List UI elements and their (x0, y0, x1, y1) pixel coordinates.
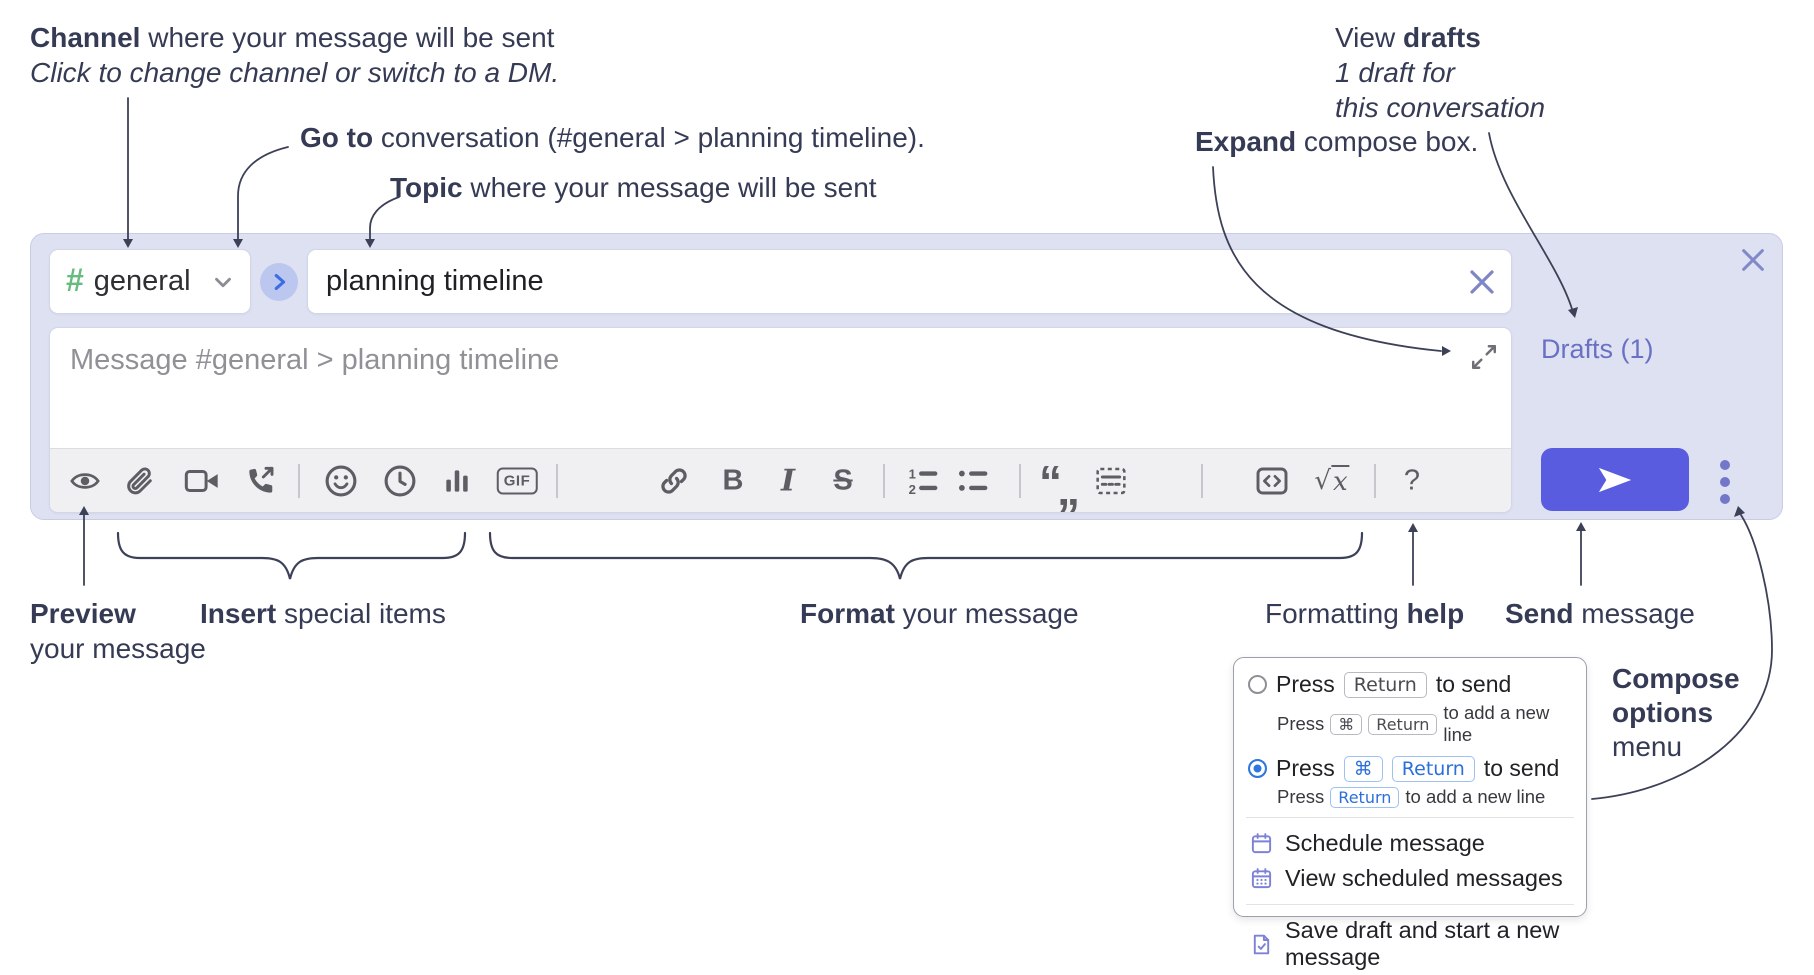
goto-annotation: Go to conversation (#general > planning … (300, 122, 925, 153)
channel-annotation: Channel where your message will be sent … (30, 20, 559, 90)
math-icon[interactable]: √x (1314, 465, 1350, 497)
save-draft-item[interactable]: Save draft and start a new message (1248, 913, 1572, 975)
preview-icon[interactable] (67, 466, 103, 496)
toolbar-divider (1201, 464, 1203, 498)
formatting-help-annotation: Formatting help (1265, 598, 1465, 629)
toolbar-divider (1019, 464, 1021, 498)
expand-compose-icon[interactable] (1470, 343, 1498, 371)
menu-divider (1246, 904, 1574, 905)
ellipsis-dot (1720, 460, 1730, 470)
add-global-time-icon[interactable] (383, 464, 417, 498)
chevron-right-icon (274, 274, 286, 290)
topic-input-box (307, 249, 1512, 314)
svg-text:1: 1 (909, 466, 916, 481)
bulleted-list-icon[interactable] (956, 465, 990, 497)
menu-divider (1246, 817, 1574, 818)
channel-name: general (93, 265, 191, 297)
clear-topic-icon[interactable] (1467, 267, 1497, 297)
goto-connector-line (237, 146, 289, 242)
strikethrough-icon[interactable]: S (833, 464, 853, 497)
format-annotation: Format your message (800, 598, 1079, 629)
draft-check-icon (1253, 934, 1270, 954)
toolbar-divider (298, 464, 300, 498)
italic-icon[interactable]: I (780, 463, 796, 499)
arrowhead (1408, 523, 1418, 532)
return-key: Return (1330, 786, 1400, 808)
option-enter-subtext: Press ⌘ Return to add a new line (1277, 702, 1550, 745)
option-enter-to-send[interactable]: Press Return to send (1248, 671, 1572, 698)
compose-options-menu: Press Return to send Press ⌘ Return to a… (1233, 657, 1587, 970)
return-key: Return (1391, 755, 1475, 782)
format-brace (488, 531, 1364, 580)
schedule-message-item[interactable]: Schedule message (1248, 826, 1572, 861)
chevron-down-icon (215, 277, 231, 287)
view-scheduled-messages-item[interactable]: View scheduled messages (1248, 861, 1572, 896)
channel-selector[interactable]: # general (49, 249, 251, 314)
topic-annotation: Topic where your message will be sent (390, 172, 877, 203)
send-icon (1598, 467, 1632, 492)
insert-brace (116, 531, 467, 580)
option-cmd-enter-to-send[interactable]: Press ⌘ Return to send (1248, 755, 1572, 782)
gif-icon[interactable]: GIF (496, 467, 538, 495)
go-to-conversation-button[interactable] (260, 263, 298, 301)
svg-text:2: 2 (909, 482, 916, 497)
radio-unselected[interactable] (1248, 675, 1267, 694)
toolbar-divider (1374, 464, 1376, 498)
ellipsis-dot (1720, 477, 1730, 487)
toolbar-divider (556, 464, 558, 498)
channel-hash-icon: # (66, 262, 84, 298)
radio-selected[interactable] (1248, 759, 1267, 778)
compose-options-annotation: Compose options menu (1612, 663, 1740, 762)
return-key: Return (1368, 713, 1438, 735)
calendar-grid-icon (1251, 868, 1272, 889)
option-cmd-enter-subtext: Press Return to add a new line (1277, 786, 1546, 808)
message-compose-area: GIF B I S 12 ““ (49, 327, 1512, 522)
add-video-call-icon[interactable] (183, 466, 221, 496)
send-annotation: Send message (1505, 598, 1695, 629)
send-button[interactable] (1541, 448, 1689, 511)
code-icon[interactable] (1254, 465, 1290, 497)
add-voice-call-icon[interactable] (243, 465, 277, 497)
calendar-icon (1251, 833, 1272, 854)
preview-annotation: Preview your message (30, 598, 206, 664)
message-input[interactable] (56, 334, 1456, 439)
topic-input[interactable] (308, 265, 1467, 298)
toolbar-divider (883, 464, 885, 498)
compose-box: # general (30, 233, 1783, 522)
view-drafts-annotation: View drafts 1 draft for this conversatio… (1335, 22, 1546, 123)
expand-annotation: Expand compose box. (1195, 126, 1479, 157)
bold-icon[interactable]: B (722, 464, 744, 497)
return-key: Return (1343, 671, 1427, 698)
quote-icon[interactable]: ““ (1039, 456, 1080, 522)
close-compose-icon[interactable] (1739, 246, 1767, 274)
formatting-help-icon[interactable]: ? (1403, 464, 1421, 497)
spoiler-icon[interactable] (1094, 465, 1128, 497)
compose-options-menu-button[interactable] (1715, 460, 1735, 504)
insert-annotation: Insert special items (200, 598, 446, 629)
channel-annotation-rest: where your message will be sent (140, 22, 555, 53)
channel-annotation-line2: Click to change channel or switch to a D… (30, 57, 560, 88)
arrowhead (1576, 522, 1586, 531)
cmd-key: ⌘ (1330, 713, 1363, 735)
ellipsis-dot (1720, 494, 1730, 504)
cmd-key: ⌘ (1343, 755, 1383, 782)
attach-file-icon[interactable] (123, 464, 155, 498)
drafts-link[interactable]: Drafts (1) (1541, 334, 1654, 364)
link-icon[interactable] (657, 464, 691, 498)
emoji-icon[interactable] (324, 464, 358, 498)
add-poll-icon[interactable] (441, 465, 473, 497)
channel-annotation-bold: Channel (30, 22, 141, 53)
